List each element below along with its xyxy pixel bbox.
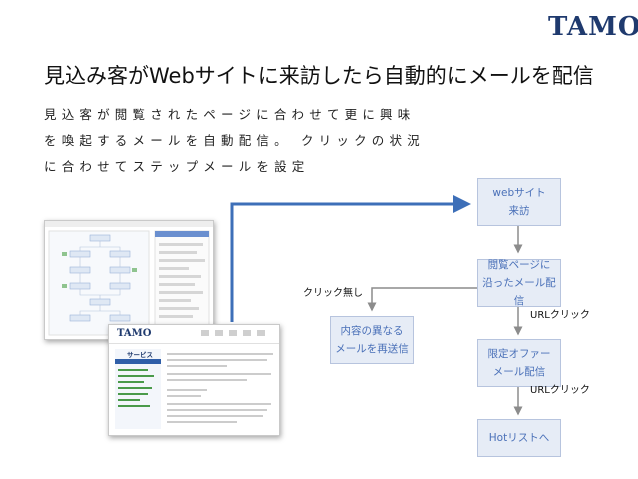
box-web-visit-line-1: webサイト <box>492 187 546 199</box>
screenshot-section-label: サービス <box>127 351 153 359</box>
box-hot-list-label: Hotリストへ <box>488 432 550 444</box>
description-line-3: に合わせてステップメールを設定 <box>44 159 310 174</box>
label-url-click-1: URLクリック <box>530 310 590 321</box>
tamo-logo: TAMO <box>548 12 638 48</box>
box-hot-list: Hotリストへ <box>477 419 561 457</box>
box-viewed-page-mail: 閲覧ページに 沿ったメール配信 <box>477 259 561 307</box>
box-web-visit-line-2: 来訪 <box>508 205 530 217</box>
box-web-visit: webサイト 来訪 <box>477 178 561 226</box>
service-page-screenshot: TAMO サービス <box>108 324 280 436</box>
flow-editor-thumbnail <box>45 221 213 336</box>
box-resend-mail: 内容の異なる メールを再送信 <box>330 316 414 364</box>
box-resend-line-1: 内容の異なる <box>340 325 404 337</box>
screenshot-brand: TAMO <box>117 328 152 339</box>
flow-editor-screenshot <box>44 220 214 340</box>
description-line-2: を喚起するメールを自動配信。 クリックの状況 <box>44 133 425 148</box>
box-resend-line-2: メールを再送信 <box>335 343 409 355</box>
box-viewed-page-line-1: 閲覧ページに <box>487 259 551 271</box>
label-url-click-2: URLクリック <box>530 385 590 396</box>
arrow-viewed-to-resend <box>367 287 477 312</box>
arrow-screenshot-to-visit <box>230 195 471 322</box>
service-page-thumbnail <box>109 330 279 429</box>
box-limited-offer: 限定オファー メール配信 <box>477 339 561 387</box>
slide-title: 見込み客がWebサイトに来訪したら自動的にメールを配信 <box>44 64 594 88</box>
label-no-click: クリック無し <box>303 288 363 299</box>
logo-text: TAMO <box>548 12 638 42</box>
box-limited-offer-line-2: メール配信 <box>492 366 546 378</box>
box-viewed-page-line-2: 沿ったメール配信 <box>482 277 556 307</box>
box-limited-offer-line-1: 限定オファー <box>487 348 551 360</box>
description-line-1: 見込客が閲覧されたページに合わせて更に興味 <box>44 107 416 122</box>
